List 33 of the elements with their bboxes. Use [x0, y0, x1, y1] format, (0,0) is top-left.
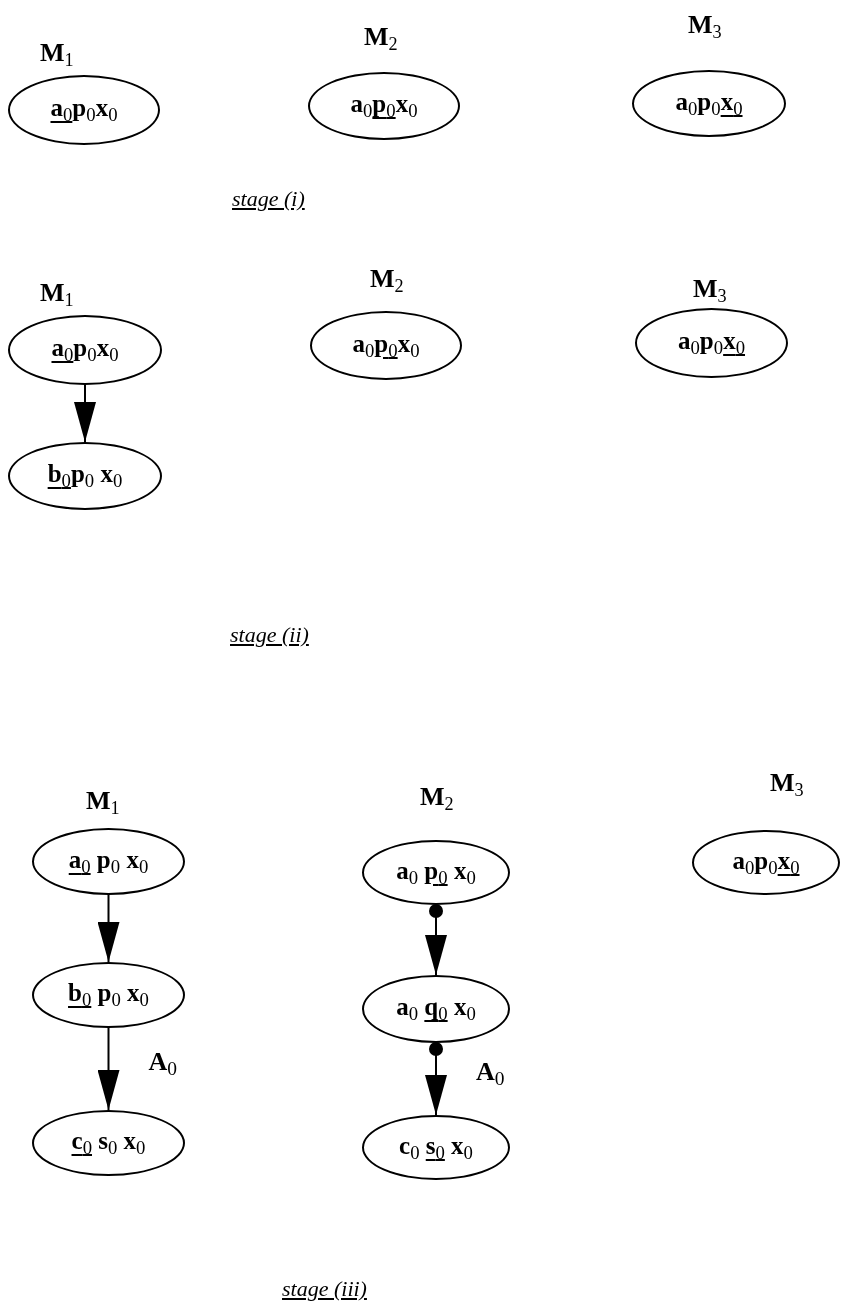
machine-heading: M$_{3}$: [770, 768, 804, 802]
arrow: [74, 384, 96, 443]
arrow: [425, 1042, 447, 1116]
state-text: b$_{0}$p$_{0}$ x$_{0}$: [47, 460, 123, 492]
arrow: [425, 904, 447, 976]
stage-caption: stage (iii): [282, 1276, 367, 1302]
state-text: a$_{0}$p$_{0}$x$_{0}$: [732, 846, 800, 879]
arrow: [97, 894, 120, 963]
state-text: a$_{0}$ p$_{0}$ x$_{0}$: [68, 845, 149, 878]
state-text: c$_{0}$ s$_{0}$ x$_{0}$: [399, 1131, 473, 1164]
edge-label: A$_{0}$: [148, 1047, 178, 1080]
machine-heading: M$_{2}$: [370, 264, 404, 298]
stage-caption: stage (i): [232, 186, 305, 212]
state-text: a$_{0}$ p$_{0}$ x$_{0}$: [396, 856, 476, 889]
machine-heading: M$_{1}$: [86, 786, 120, 820]
machine-heading: M$_{3}$: [688, 10, 722, 44]
machine-heading: M$_{1}$: [40, 38, 74, 72]
state-text: a$_{0}$p$_{0}$x$_{0}$: [50, 94, 118, 126]
state-text: a$_{0}$p$_{0}$x$_{0}$: [51, 334, 119, 366]
machine-heading: M$_{2}$: [364, 22, 398, 56]
machine-heading: M$_{3}$: [693, 274, 727, 308]
edge-label: A$_{0}$: [476, 1057, 505, 1090]
machine-heading: M$_{2}$: [420, 782, 454, 816]
stage-caption: stage (ii): [230, 622, 309, 648]
state-text: b$_{0}$ p$_{0}$ x$_{0}$: [68, 979, 149, 1011]
state-text: a$_{0}$p$_{0}$x$_{0}$: [678, 327, 745, 359]
state-text: a$_{0}$ q$_{0}$ x$_{0}$: [396, 993, 476, 1025]
state-text: c$_{0}$ s$_{0}$ x$_{0}$: [71, 1127, 146, 1159]
machine-heading: M$_{1}$: [40, 278, 74, 312]
arrow: [97, 1027, 120, 1111]
state-text: a$_{0}$p$_{0}$x$_{0}$: [350, 90, 418, 122]
state-text: a$_{0}$p$_{0}$x$_{0}$: [352, 329, 420, 362]
state-text: a$_{0}$p$_{0}$x$_{0}$: [675, 87, 743, 120]
